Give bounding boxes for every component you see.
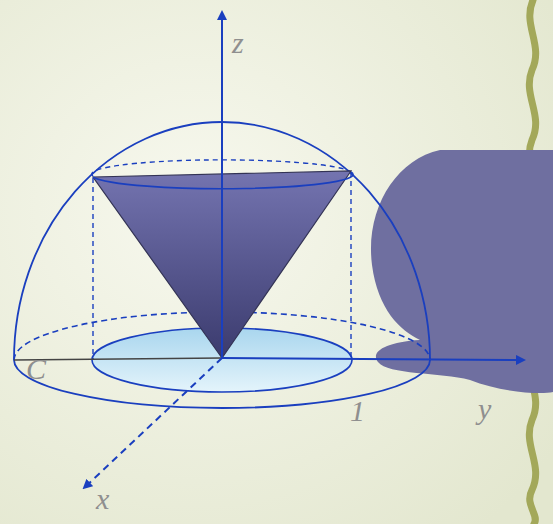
axis-label: x	[96, 484, 109, 514]
cloud-blob	[371, 150, 553, 393]
dashed-edge	[350, 172, 351, 360]
point-label: C	[26, 354, 46, 384]
axis-label: y	[478, 394, 491, 424]
tick-label: 1	[350, 396, 365, 426]
x-axis	[84, 358, 222, 488]
z-axis	[221, 12, 223, 358]
y-axis	[222, 358, 524, 360]
dashed-edge	[92, 178, 93, 360]
top-circle-front	[93, 172, 353, 189]
axis-label: z	[232, 28, 244, 58]
